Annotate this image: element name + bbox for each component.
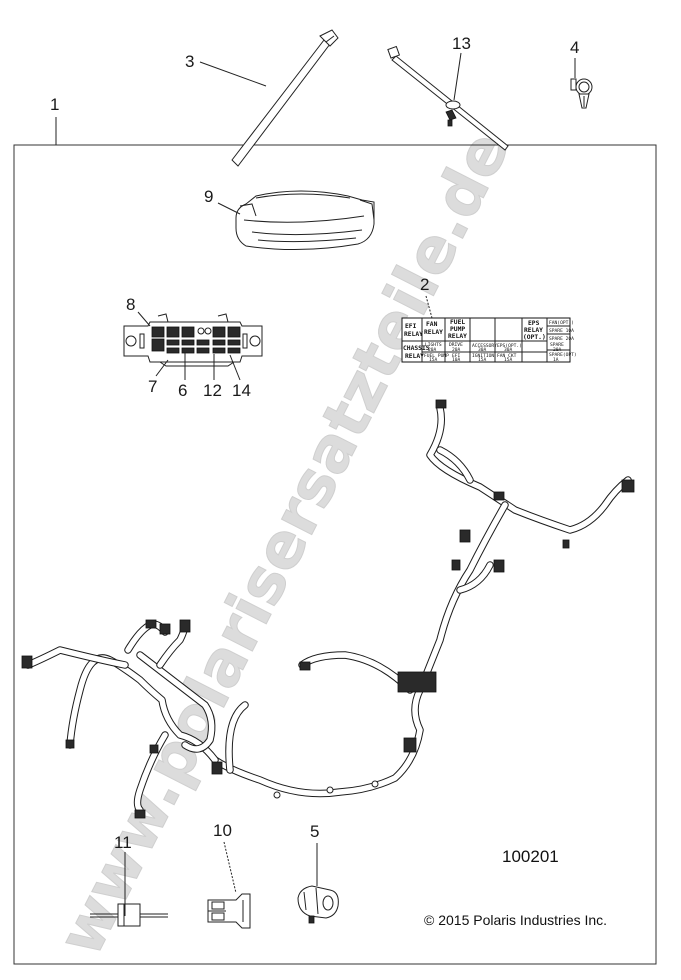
callout-6[interactable]: 6: [178, 352, 187, 400]
svg-text:20A: 20A: [428, 347, 437, 353]
part-cable-tie-mount[interactable]: [387, 45, 509, 151]
svg-text:15A: 15A: [429, 357, 438, 363]
svg-text:IGNITION: IGNITION: [472, 353, 494, 359]
part-push-mount-clip[interactable]: [570, 78, 593, 109]
svg-text:FAN: FAN: [426, 321, 438, 328]
part-terminal[interactable]: [207, 893, 251, 929]
svg-text:13: 13: [452, 34, 471, 53]
svg-text:4: 4: [570, 38, 579, 57]
svg-text:SPARE(OPT): SPARE(OPT): [549, 352, 577, 358]
svg-text:11: 11: [114, 833, 132, 852]
svg-text:1: 1: [50, 95, 59, 114]
svg-text:5: 5: [310, 822, 319, 841]
svg-text:EPS(OPT.): EPS(OPT.): [497, 343, 522, 349]
svg-text:7: 7: [148, 377, 157, 396]
svg-text:SPARE: SPARE: [550, 342, 564, 348]
part-wiring-harness[interactable]: [21, 399, 635, 819]
svg-text:10: 10: [213, 821, 232, 840]
part-fuse-decal[interactable]: EFI RELAY FAN RELAY FUEL PUMP RELAY EPS …: [401, 317, 577, 363]
svg-text:30A: 30A: [504, 347, 513, 353]
copyright-notice: © 2015 Polaris Industries Inc.: [424, 912, 607, 928]
callout-12[interactable]: 12: [203, 354, 222, 400]
svg-text:12: 12: [203, 381, 222, 400]
svg-text:1A: 1A: [553, 357, 559, 363]
svg-text:RELAY: RELAY: [404, 331, 423, 338]
callout-11[interactable]: 11: [114, 833, 132, 916]
callout-4[interactable]: 4: [570, 38, 579, 78]
svg-text:14: 14: [232, 381, 251, 400]
svg-text:SPARE 10A: SPARE 10A: [549, 328, 574, 334]
svg-text:10A: 10A: [452, 357, 461, 363]
svg-text:8: 8: [126, 295, 135, 314]
svg-text:RELAY: RELAY: [424, 329, 443, 336]
svg-text:20A: 20A: [452, 347, 461, 353]
svg-text:FAN(OPT.): FAN(OPT.): [549, 320, 574, 326]
callout-2[interactable]: 2: [420, 275, 433, 319]
svg-text:(OPT.): (OPT.): [523, 334, 546, 341]
callout-14[interactable]: 14: [229, 354, 251, 400]
svg-text:9: 9: [204, 187, 213, 206]
svg-text:6: 6: [178, 381, 187, 400]
svg-text:FAN CKT: FAN CKT: [497, 353, 517, 359]
svg-text:20A: 20A: [553, 347, 562, 353]
svg-text:ACCESSORY: ACCESSORY: [472, 343, 497, 349]
svg-text:EFI: EFI: [405, 323, 417, 330]
svg-text:3: 3: [185, 52, 194, 71]
callout-3[interactable]: 3: [185, 52, 267, 87]
callout-7[interactable]: 7: [148, 359, 169, 396]
part-fuse-relay-box[interactable]: [123, 313, 263, 367]
svg-text:EPS: EPS: [528, 320, 540, 327]
svg-text:RELAY: RELAY: [405, 353, 424, 360]
svg-text:EFI: EFI: [452, 353, 461, 359]
figure-number: 100201: [502, 847, 559, 866]
svg-text:15A: 15A: [478, 357, 487, 363]
callout-8[interactable]: 8: [126, 295, 151, 327]
callout-10[interactable]: 10: [213, 821, 237, 894]
svg-text:PUMP: PUMP: [450, 326, 465, 333]
svg-text:CHASSIS: CHASSIS: [403, 345, 430, 352]
callout-1[interactable]: 1: [50, 95, 59, 145]
callout-9[interactable]: 9: [204, 187, 241, 215]
assembly-frame: [13, 144, 657, 965]
svg-text:RELAY: RELAY: [524, 327, 543, 334]
part-fuse-box-cover[interactable]: [235, 190, 375, 251]
callout-5[interactable]: 5: [310, 822, 319, 886]
part-diode[interactable]: [90, 903, 168, 927]
svg-text:30A: 30A: [478, 347, 487, 353]
svg-text:SPARE 20A: SPARE 20A: [549, 336, 574, 342]
svg-text:FUEL PUMP: FUEL PUMP: [424, 353, 449, 359]
part-connector[interactable]: [297, 885, 339, 924]
svg-text:FUEL: FUEL: [450, 319, 465, 326]
part-cable-tie[interactable]: [231, 29, 339, 167]
svg-text:15A: 15A: [504, 357, 513, 363]
callout-13[interactable]: 13: [452, 34, 471, 101]
svg-text:DRIVE: DRIVE: [449, 342, 463, 348]
svg-text:LIGHTS: LIGHTS: [425, 342, 442, 348]
svg-text:RELAY: RELAY: [448, 333, 467, 340]
svg-text:2: 2: [420, 275, 429, 294]
